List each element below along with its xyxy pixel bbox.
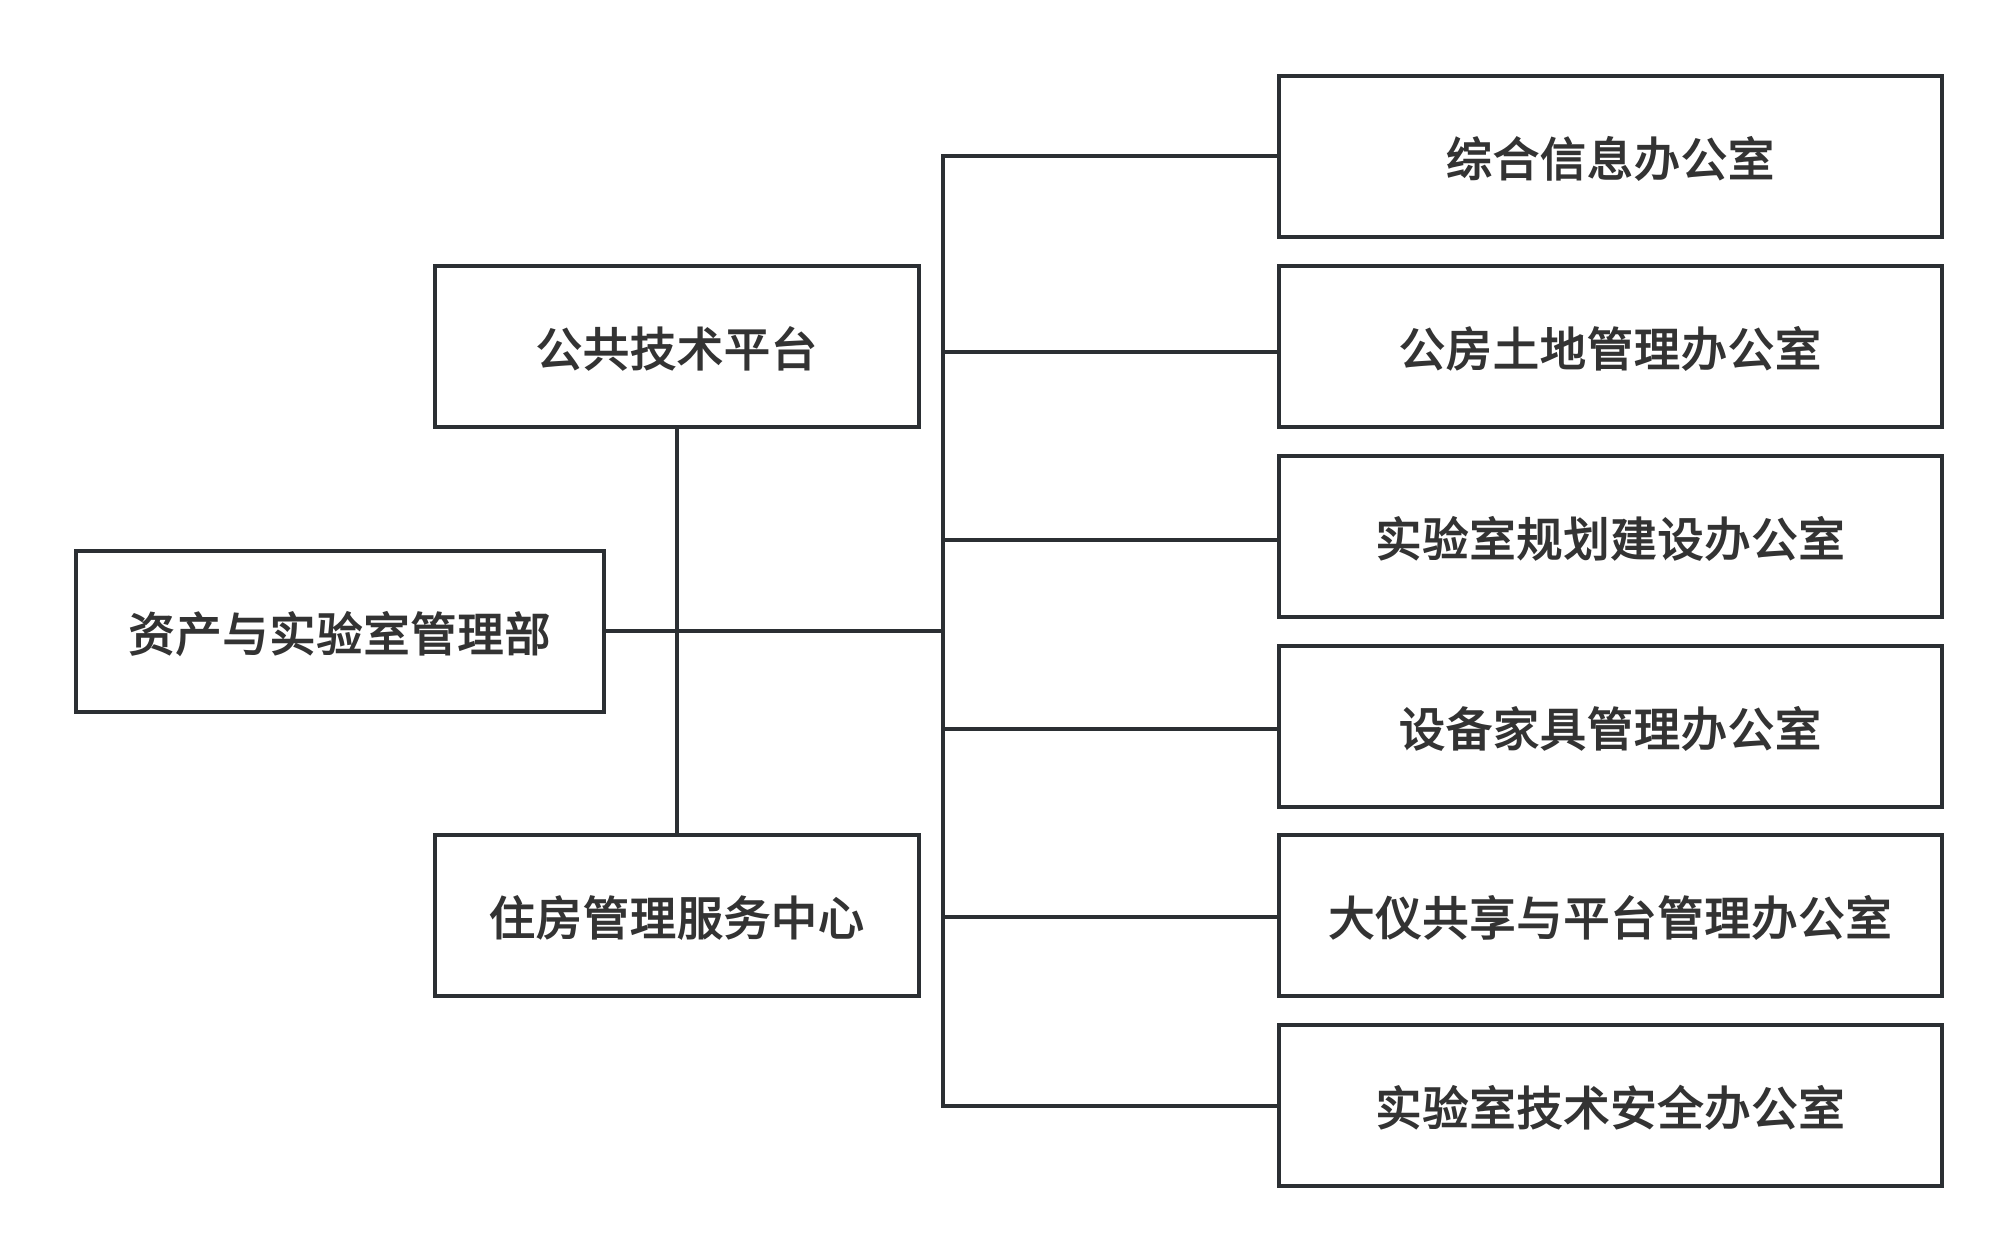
node-label: 综合信息办公室 xyxy=(1446,132,1775,187)
node-office-lab-safety: 实验室技术安全办公室 xyxy=(1277,1023,1944,1188)
node-label: 公共技术平台 xyxy=(536,322,818,377)
node-office-general-info: 综合信息办公室 xyxy=(1277,74,1944,239)
node-public-tech-platform: 公共技术平台 xyxy=(433,264,921,429)
node-office-lab-planning: 实验室规划建设办公室 xyxy=(1277,454,1944,619)
node-label: 实验室规划建设办公室 xyxy=(1375,512,1846,567)
node-root-department: 资产与实验室管理部 xyxy=(74,549,606,714)
node-label: 设备家具管理办公室 xyxy=(1399,702,1822,757)
node-office-equipment-furniture: 设备家具管理办公室 xyxy=(1277,644,1944,809)
node-office-public-housing-land: 公房土地管理办公室 xyxy=(1277,264,1944,429)
node-label: 大仪共享与平台管理办公室 xyxy=(1328,891,1893,946)
node-label: 实验室技术安全办公室 xyxy=(1375,1081,1846,1136)
node-label: 资产与实验室管理部 xyxy=(128,607,552,662)
node-office-instrument-sharing: 大仪共享与平台管理办公室 xyxy=(1277,833,1944,998)
node-housing-service-center: 住房管理服务中心 xyxy=(433,833,921,998)
node-label: 住房管理服务中心 xyxy=(489,891,865,946)
node-label: 公房土地管理办公室 xyxy=(1399,322,1822,377)
